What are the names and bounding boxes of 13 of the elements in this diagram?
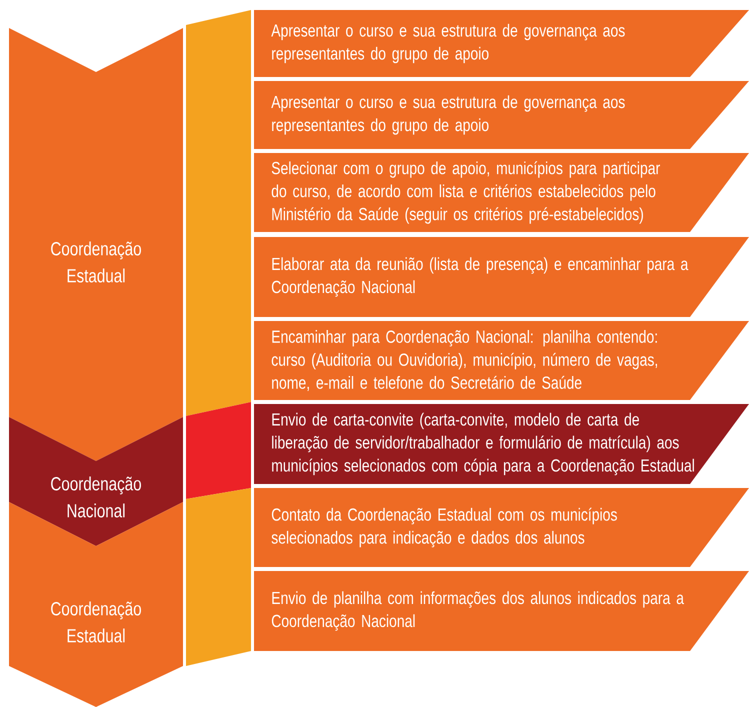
step-banner: Envio de carta-convite (carta-convite, modelo de carta de liberação de servidor/trabalhador e formulário de matrícula) aos municípios selecionados com cópia para a Coordenação Estadual	[254, 404, 749, 484]
step-banner: Apresentar o curso e sua estrutura de governança aos representantes do grupo de apoio	[254, 10, 749, 77]
step-banner: Encaminhar para Coordenação Nacional: planilha contendo: curso (Auditoria ou Ouvidoria), município, número de vagas, nome, e-mail e telefone do Secretário de Saúde	[254, 321, 749, 400]
chevron-box: Coordenação Estadual	[9, 28, 183, 461]
step-banner: Selecionar com o grupo de apoio, municípios para participar do curso, de acordo com lista e critérios estabelecidos pelo Ministério da Saúde (seguir os critérios pré-estabelecidos)	[254, 153, 749, 232]
connector-band	[186, 402, 251, 499]
connector-band	[186, 488, 251, 666]
step-banner: Contato da Coordenação Estadual com os municípios selecionados para indicação e dados dos alunos	[254, 488, 749, 567]
step-banner: Elaborar ata da reunião (lista de presença) e encaminhar para a Coordenação Nacional	[254, 237, 749, 317]
step-banner: Envio de planilha com informações dos alunos indicados para a Coordenação Nacional	[254, 571, 749, 651]
step-banner: Apresentar o curso e sua estrutura de governança aos representantes do grupo de apoio	[254, 81, 749, 149]
connector-band	[186, 10, 251, 416]
chevron-box: Coordenação Nacional	[9, 417, 183, 546]
